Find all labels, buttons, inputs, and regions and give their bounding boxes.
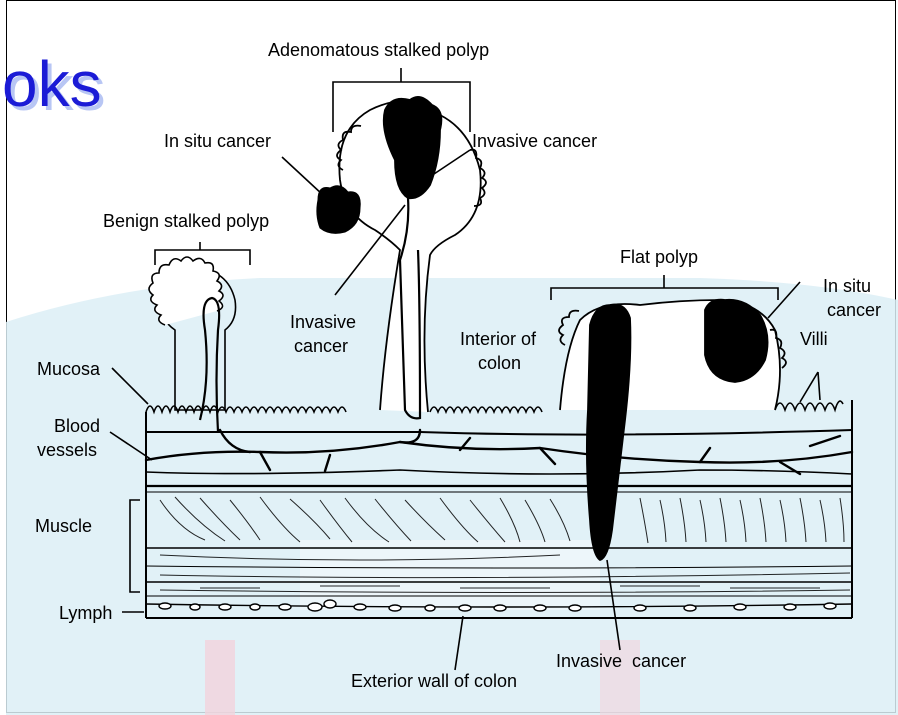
label-invasive-cancer-bottom: Invasive cancer [556, 651, 686, 671]
label-interior-of-colon-line2: colon [478, 353, 521, 373]
label-blood-vessels-line2: vessels [37, 440, 97, 460]
label-villi: Villi [800, 329, 828, 349]
label-in-situ-cancer-right-line2: cancer [827, 300, 881, 320]
label-interior-of-colon-line1: Interior of [460, 329, 537, 349]
label-invasive-cancer-middle-line1: Invasive [290, 312, 356, 332]
label-exterior-wall-of-colon: Exterior wall of colon [351, 671, 517, 691]
label-mucosa: Mucosa [37, 359, 101, 379]
label-invasive-cancer-top: Invasive cancer [472, 131, 597, 151]
label-benign-stalked-polyp: Benign stalked polyp [103, 211, 269, 231]
label-lymph: Lymph [59, 603, 112, 623]
label-in-situ-cancer-right-line1: In situ [823, 276, 871, 296]
watermark-logo: oks oks [2, 48, 106, 124]
in-situ-cancer-left [317, 186, 360, 234]
label-muscle: Muscle [35, 516, 92, 536]
label-flat-polyp: Flat polyp [620, 247, 698, 267]
label-in-situ-cancer-left: In situ cancer [164, 131, 271, 151]
label-blood-vessels-line1: Blood [54, 416, 100, 436]
label-invasive-cancer-middle-line2: cancer [294, 336, 348, 356]
label-adenomatous-stalked-polyp: Adenomatous stalked polyp [268, 40, 489, 60]
watermark-text: oks [2, 48, 102, 120]
